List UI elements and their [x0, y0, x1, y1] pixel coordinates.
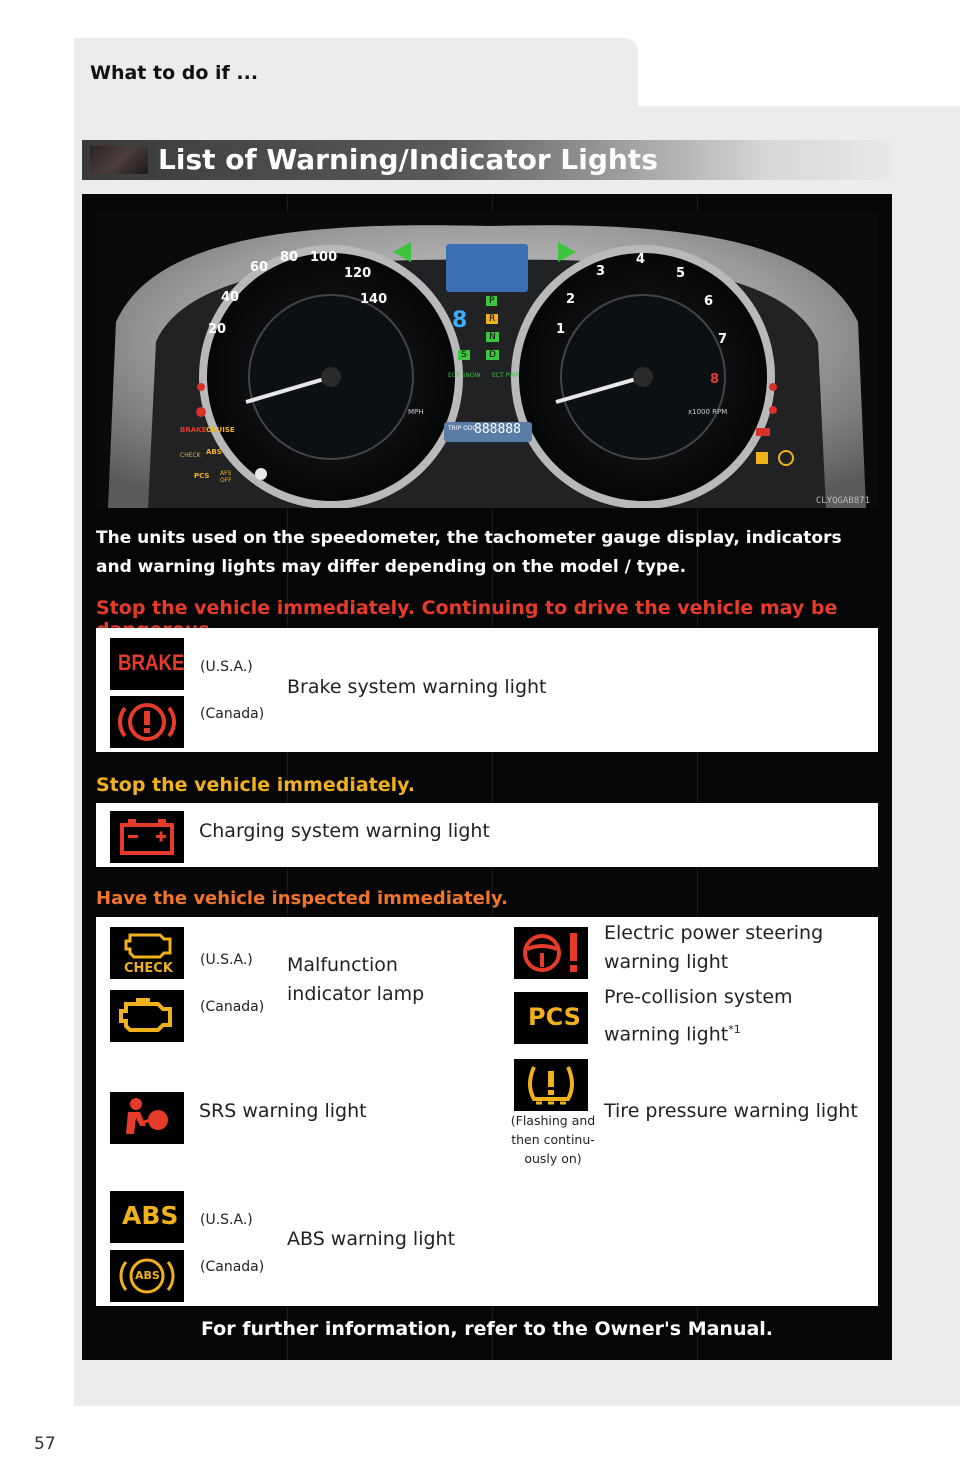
speedo-tick: 20	[208, 322, 227, 337]
speedo-tick: 100	[310, 250, 338, 265]
speedo-tick: 60	[250, 260, 269, 275]
tire-note-line1: (Flashing and	[510, 1113, 596, 1128]
pcs-icon-text: PCS	[528, 1003, 581, 1031]
grid-line	[287, 194, 288, 1360]
gear-indicator: N	[486, 332, 499, 342]
abs-circle-icon: ABS	[110, 1250, 184, 1302]
inspect-warning-box: CHECK (U.S.A.) (Canada) Malfunction indi…	[96, 917, 878, 1306]
ect-snow-indicator: ECT SNOW	[448, 372, 481, 379]
tire-desc: Tire pressure warning light	[604, 1100, 858, 1122]
brake-circle-icon	[110, 696, 184, 748]
pcs-desc-text: warning light	[604, 1023, 729, 1046]
units-note: The units used on the speedometer, the t…	[96, 528, 842, 577]
abs-text-icon: ABS	[110, 1191, 184, 1243]
section-inspect: Have the vehicle inspected immediately.	[96, 888, 508, 909]
tacho-tick: 7	[718, 332, 728, 347]
cluster-illustration	[96, 212, 878, 508]
rpm-unit: x1000 RPM	[688, 408, 728, 416]
malfunction-desc-line1: Malfunction	[287, 954, 398, 976]
tire-flash-note: (Flashing and then continu- ously on)	[510, 1111, 596, 1168]
section-stop-immediately: Stop the vehicle immediately.	[96, 774, 416, 796]
canada-label: (Canada)	[200, 999, 265, 1015]
grid-line	[697, 194, 698, 1360]
charging-desc: Charging system warning light	[199, 820, 490, 842]
pcs-footnote: *1	[728, 1023, 741, 1036]
charging-warning-box: Charging system warning light	[96, 803, 878, 867]
usa-label: (U.S.A.)	[200, 952, 253, 968]
footer-note: For further information, refer to the Ow…	[200, 1318, 774, 1340]
gear-indicator: R	[486, 314, 499, 324]
malfunction-desc-line2: indicator lamp	[287, 983, 425, 1005]
cluster-cruise-lamp: CRUISE	[206, 426, 235, 434]
page-title: List of Warning/Indicator Lights	[158, 143, 658, 176]
tire-note-line2: then continu-	[511, 1132, 595, 1147]
cluster-brake-lamp: BRAKE	[180, 426, 207, 434]
tacho-tick: 3	[596, 264, 606, 279]
gear-s-indicator: S	[458, 350, 470, 360]
tire-note-line3: ously on)	[524, 1151, 582, 1166]
tacho-tick: 1	[556, 322, 566, 337]
brake-icon-text: BRAKE	[118, 650, 185, 675]
gear-indicator: D	[486, 350, 499, 360]
gear-indicator: P	[486, 296, 498, 306]
cluster-afs-lamp: AFS OFF	[220, 470, 232, 484]
usa-label: (U.S.A.)	[200, 1212, 253, 1228]
check-engine-icon	[110, 990, 184, 1042]
cluster-check-lamp: CHECK	[180, 452, 201, 459]
abs-icon-text: ABS	[122, 1201, 179, 1230]
tacho-tick: 4	[636, 252, 646, 267]
pcs-icon: PCS	[514, 992, 588, 1044]
page-number: 57	[34, 1434, 56, 1454]
canada-label: (Canada)	[200, 1259, 265, 1275]
speedo-tick: 40	[221, 290, 240, 305]
grid-line	[492, 194, 493, 1360]
brake-text-icon: BRAKE	[110, 638, 184, 690]
eps-desc-line2: warning light	[604, 951, 729, 973]
tacho-tick: 2	[566, 292, 576, 307]
speedo-tick: 140	[360, 292, 388, 307]
steering-warning-icon	[514, 927, 588, 979]
abs-circle-text: ABS	[135, 1269, 160, 1282]
eps-desc-line1: Electric power steering	[604, 922, 824, 944]
trip-label: TRIP ODO	[448, 425, 478, 432]
ect-pwr-indicator: ECT PWR	[492, 372, 520, 379]
content-panel: 60 80 100 120 140 40 20 MPH 1 2 3 4 5 6 …	[82, 194, 892, 1360]
header-tab: What to do if ...	[74, 38, 638, 106]
title-bar: List of Warning/Indicator Lights	[82, 140, 892, 180]
brake-warning-box: BRAKE (U.S.A.) (Canada) Brake system war…	[96, 628, 878, 752]
check-engine-text-icon: CHECK	[110, 927, 184, 979]
brake-desc: Brake system warning light	[287, 676, 547, 698]
abs-desc: ABS warning light	[287, 1228, 456, 1250]
usa-label: (U.S.A.)	[200, 659, 253, 675]
speedo-tick: 80	[280, 250, 299, 265]
speed-unit: MPH	[408, 408, 424, 416]
section-heading: What to do if ...	[90, 62, 259, 84]
srs-airbag-icon	[110, 1092, 184, 1144]
speedo-tick: 120	[344, 266, 372, 281]
tacho-tick: 8	[710, 372, 720, 387]
gear-digit: 8	[452, 308, 468, 333]
tacho-tick: 5	[676, 266, 686, 281]
tire-pressure-icon	[514, 1059, 588, 1111]
odometer: 888888	[474, 422, 521, 437]
srs-desc: SRS warning light	[199, 1100, 367, 1122]
pcs-desc-line2: warning light*1	[604, 1015, 741, 1049]
cluster-abs-lamp: ABS	[206, 448, 222, 456]
canada-label: (Canada)	[200, 706, 265, 722]
battery-icon	[110, 811, 184, 863]
check-icon-text: CHECK	[124, 961, 173, 976]
cluster-pcs-lamp: PCS	[194, 472, 210, 480]
pcs-desc-line1: Pre-collision system	[604, 986, 793, 1008]
image-code: CLYQGAB871	[815, 496, 870, 506]
tacho-tick: 6	[704, 294, 714, 309]
instrument-cluster-image: 60 80 100 120 140 40 20 MPH 1 2 3 4 5 6 …	[96, 212, 878, 508]
title-swatch	[90, 146, 148, 174]
